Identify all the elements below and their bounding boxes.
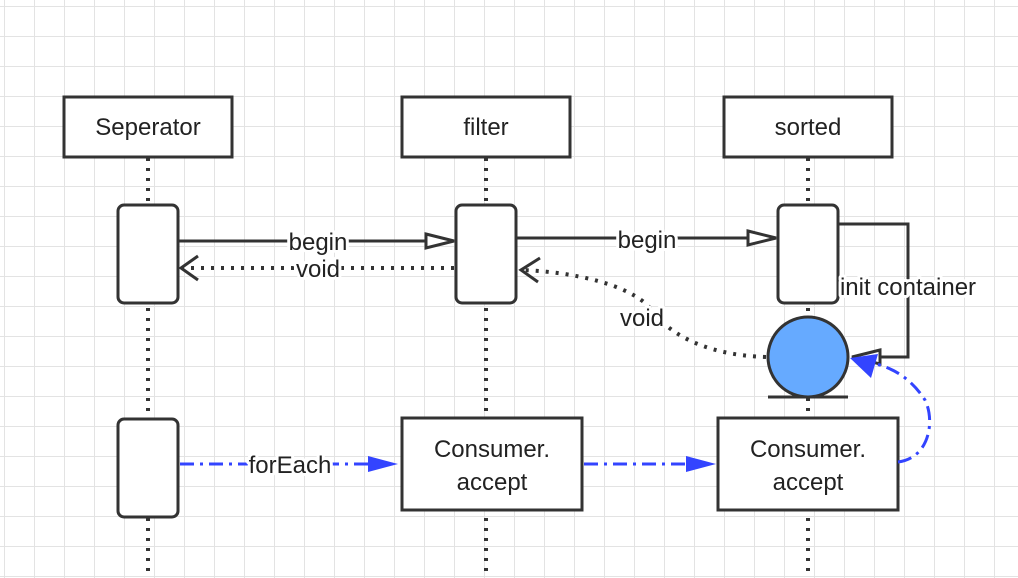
message-label-void-2: void [620,305,664,332]
participant-seperator[interactable]: Seperator [62,95,234,159]
message-foreach[interactable] [180,456,398,472]
message-label-void-1: void [296,256,340,283]
consumer-accept-box-sorted[interactable]: Consumer. accept [716,416,900,512]
activation-filter-begin[interactable] [454,203,518,305]
message-void-container-to-filter[interactable] [518,256,767,359]
participant-seperator-label: Seperator [95,114,200,141]
consumer-accept-filter-line2: accept [457,469,528,496]
consumer-accept-sorted-line1: Consumer. [750,436,866,463]
participant-sorted[interactable]: sorted [722,95,894,159]
message-label-foreach: forEach [249,452,332,479]
consumer-accept-box-filter[interactable]: Consumer. accept [400,416,584,512]
message-begin-seperator-to-filter[interactable] [178,232,455,250]
consumer-accept-filter-line1: Consumer. [434,436,550,463]
participant-sorted-label: sorted [775,114,842,141]
consumer-accept-sorted-line2: accept [773,469,844,496]
message-accept-filter-to-sorted[interactable] [584,456,716,472]
activation-seperator-foreach[interactable] [116,417,180,519]
participant-filter-label: filter [463,114,508,141]
message-label-init-container: init container [840,274,976,301]
message-void-filter-to-seperator[interactable] [178,254,454,282]
participant-filter[interactable]: filter [400,95,572,159]
activation-sorted-begin[interactable] [776,203,840,305]
container-icon[interactable] [766,315,850,399]
message-begin-filter-to-sorted[interactable] [516,229,777,247]
message-accept-to-container[interactable] [850,354,932,464]
message-label-begin-2: begin [618,227,677,254]
message-label-begin-1: begin [289,229,348,256]
activation-seperator-begin[interactable] [116,203,180,305]
